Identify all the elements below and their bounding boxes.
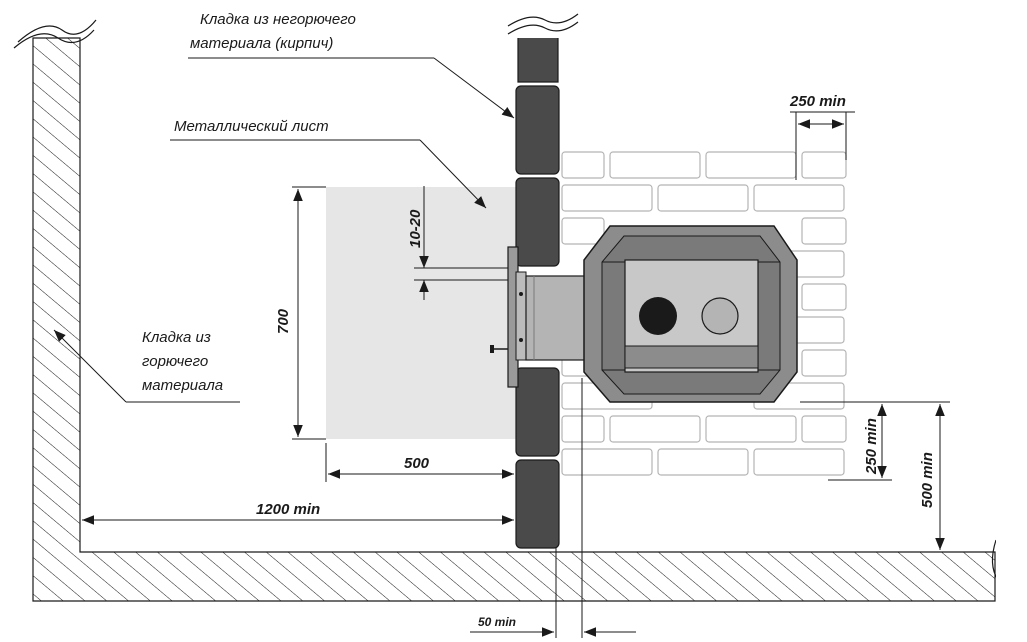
label-flammable-line3: материала [142,377,223,394]
dim-top-clearance: 250 min [789,93,846,110]
vent-hole-icon [701,297,739,335]
label-nonflammable-line2: материала (кирпич) [190,35,333,52]
metal-sheet [326,187,516,439]
label-nonflammable-line1: Кладка из негорючего [200,11,356,28]
column-break-marks [505,13,579,38]
chimney-hole-icon [639,297,677,335]
brick-wall-background [561,151,847,476]
dim-sheet-height: 700 [275,308,292,334]
svg-text:Кладка из горючего мат: Кладка из горючего материала [142,329,223,394]
label-flammable-line1: Кладка из [142,329,211,346]
dim-rear-clearance: 50 min [478,615,516,629]
dim-sheet-depth: 500 [404,455,430,472]
label-flammable-line2: горючего [142,353,208,370]
label-metal-sheet: Металлический лист [174,118,329,135]
nonflammable-brick-column [515,35,560,549]
svg-text:Кладка из негорючего матер: Кладка из негорючего материала (кирпич) [190,11,360,52]
sauna-stove [490,225,798,403]
dim-gap: 10-20 [407,209,424,248]
dim-floor-clearance-2: 500 min [919,452,936,508]
stove-door [515,271,527,361]
dim-floor-clearance-1: 250 min [863,418,880,475]
dimension-lines [53,57,950,638]
flammable-wall-and-floor [13,19,1027,620]
fire-tunnel [525,275,587,361]
dim-wall-distance: 1200 min [256,501,320,518]
